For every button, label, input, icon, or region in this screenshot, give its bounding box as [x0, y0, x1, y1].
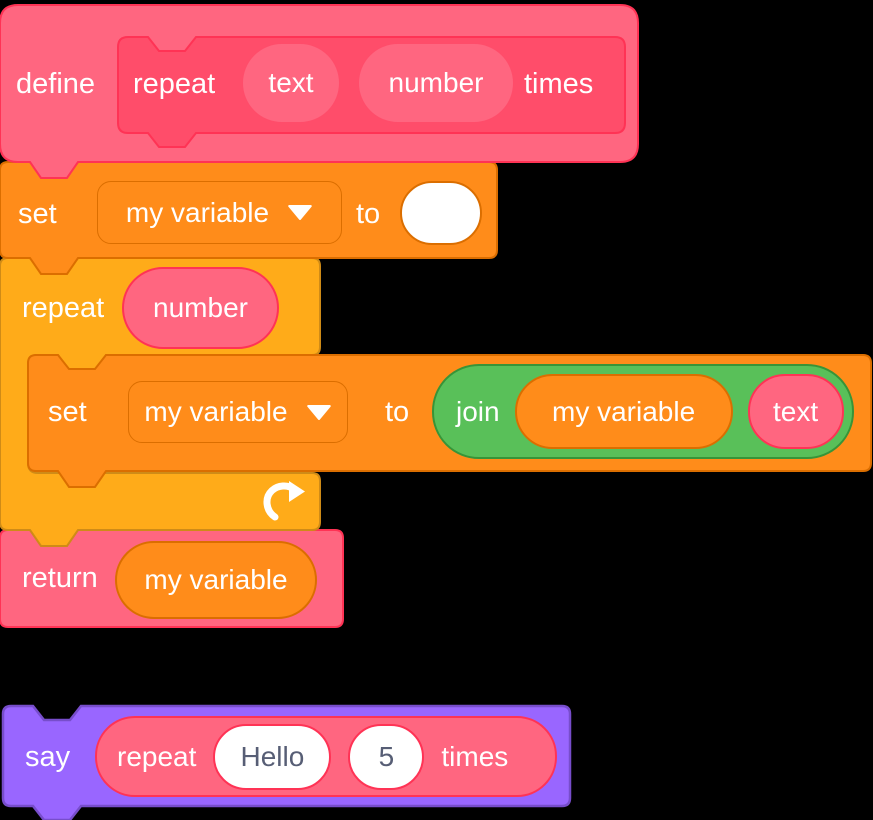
- call-times-label: times: [441, 740, 509, 772]
- set-inner-to-label: to: [385, 396, 410, 428]
- join-arg-variable[interactable]: my variable: [514, 374, 733, 449]
- join-keyword-label: join: [456, 395, 500, 427]
- set-outer-value-input[interactable]: [400, 181, 482, 245]
- join-arg-text[interactable]: text: [747, 374, 844, 449]
- join-block[interactable]: join my variable text: [432, 364, 854, 459]
- set-outer-to-label: to: [356, 198, 381, 230]
- say-keyword-label: say: [25, 741, 71, 773]
- set-outer-keyword-label: set: [18, 198, 57, 230]
- repeat-keyword-label: repeat: [22, 292, 105, 324]
- set-inner-variable-dropdown[interactable]: my variable: [128, 381, 348, 443]
- dropdown-arrow-icon: [306, 404, 332, 420]
- prototype-times-label: times: [524, 68, 594, 100]
- call-number-input-value: 5: [378, 740, 395, 772]
- return-value-variable-label: my variable: [144, 564, 288, 595]
- call-number-input[interactable]: 5: [348, 723, 425, 790]
- custom-block-call[interactable]: repeat Hello 5 times: [95, 716, 557, 797]
- loop-arrow-icon: [261, 481, 307, 521]
- prototype-param-number[interactable]: number: [358, 43, 514, 123]
- set-outer-variable-dropdown[interactable]: my variable: [97, 181, 342, 244]
- prototype-repeat-label: repeat: [133, 68, 216, 100]
- prototype-param-text[interactable]: text: [242, 43, 340, 123]
- call-text-input[interactable]: Hello: [213, 723, 332, 790]
- join-arg-variable-label: my variable: [552, 395, 696, 427]
- prototype-param-number-label: number: [388, 67, 484, 98]
- return-value-variable[interactable]: my variable: [115, 541, 317, 619]
- join-arg-text-label: text: [773, 395, 819, 427]
- set-inner-variable-label: my variable: [144, 396, 288, 427]
- return-keyword-label: return: [22, 562, 98, 594]
- set-outer-variable-label: my variable: [125, 196, 270, 228]
- repeat-count-arg-label: number: [153, 292, 248, 323]
- define-keyword-label: define: [16, 68, 96, 100]
- call-text-input-value: Hello: [240, 740, 305, 772]
- prototype-param-text-label: text: [268, 67, 314, 98]
- repeat-count-arg[interactable]: number: [122, 267, 279, 349]
- dropdown-arrow-icon: [287, 205, 313, 220]
- call-repeat-label: repeat: [117, 740, 197, 772]
- set-inner-keyword-label: set: [48, 396, 87, 428]
